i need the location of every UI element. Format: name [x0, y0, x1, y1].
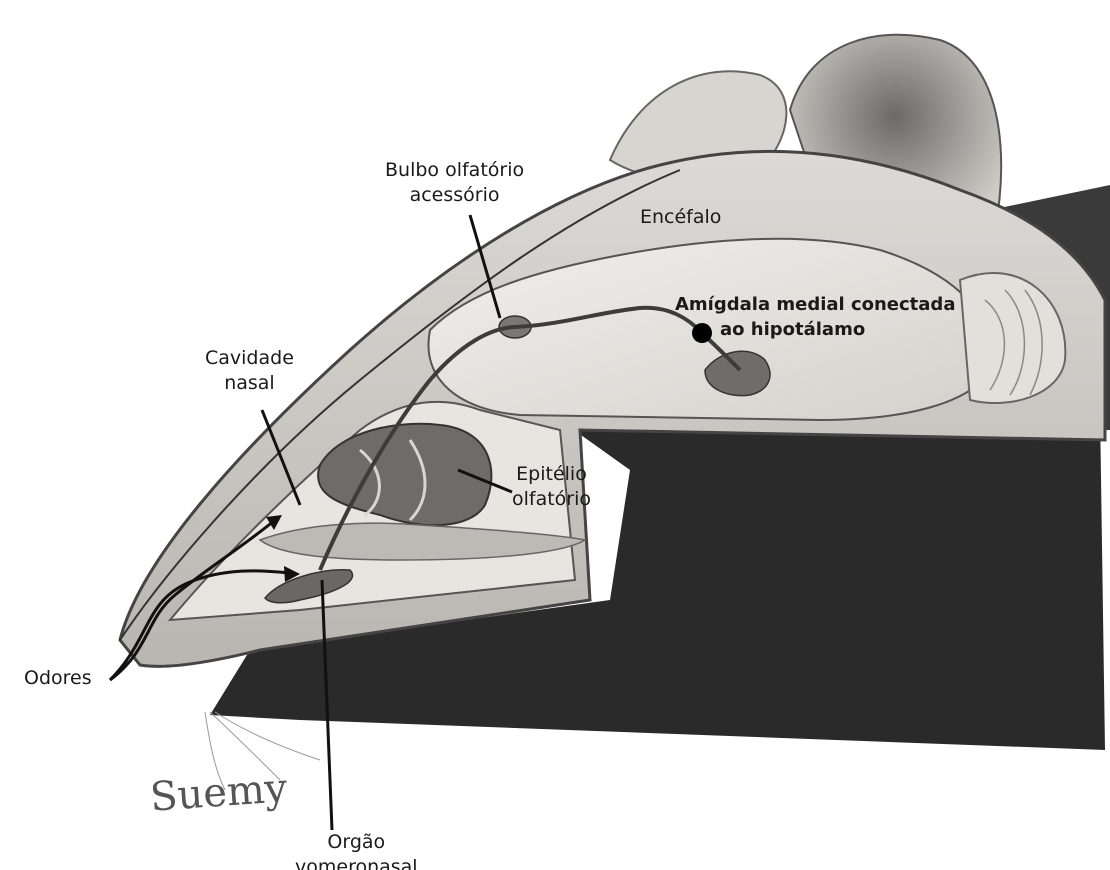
label-encefalo: Encéfalo: [640, 205, 721, 230]
label-bulbo-line2: acessório: [385, 183, 524, 208]
artist-signature-text: Suemy: [149, 765, 289, 820]
label-amigdala-line1: Amígdala medial conectada: [675, 292, 955, 317]
label-orgao-line2: vomeronasal: [295, 855, 418, 870]
label-encefalo-text: Encéfalo: [640, 205, 721, 230]
label-odores-text: Odores: [24, 666, 92, 691]
label-epitelio-olfatorio: Epitélio olfatório: [512, 462, 591, 512]
label-odores: Odores: [24, 666, 92, 691]
label-epitelio-line1: Epitélio: [512, 462, 591, 487]
label-epitelio-line2: olfatório: [512, 487, 591, 512]
label-cavidade-nasal: Cavidade nasal: [205, 346, 294, 396]
label-orgao-vomeronasal: Orgão vomeronasal: [295, 830, 418, 870]
label-bulbo-line1: Bulbo olfatório: [385, 158, 524, 183]
label-cavidade-line2: nasal: [205, 371, 294, 396]
label-cavidade-line1: Cavidade: [205, 346, 294, 371]
label-orgao-line1: Orgão: [295, 830, 418, 855]
label-amigdala-medial: Amígdala medial conectada ao hipotálamo: [675, 292, 955, 342]
label-bulbo-olfatorio-acessorio: Bulbo olfatório acessório: [385, 158, 524, 208]
artist-signature: Suemy: [149, 765, 289, 820]
label-amigdala-line2: ao hipotálamo: [675, 317, 955, 342]
